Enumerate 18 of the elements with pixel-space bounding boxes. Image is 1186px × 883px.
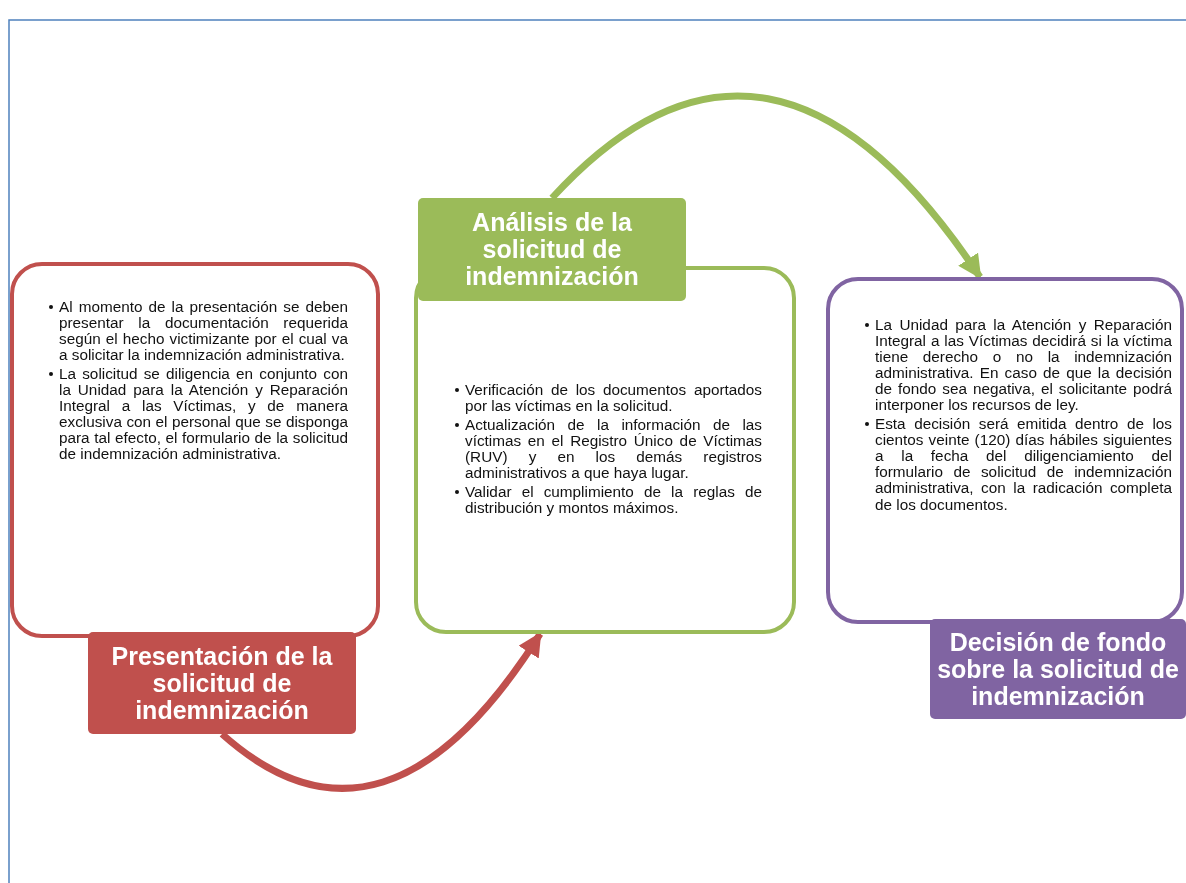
- process-card: [826, 277, 1184, 624]
- bullet-text: La Unidad para la Atención y Reparación Integral a las Víctimas decidirá si la víctima tiene derecho o no la indemnización administrativa. En caso de que la decisión de fondo sea negativa, el solicitante podrá interponer los recursos de ley.: [875, 317, 1172, 414]
- step-title: Análisis de la solicitud de indemnización: [464, 209, 640, 290]
- process-card: [10, 262, 380, 638]
- step-title-box: [88, 632, 356, 734]
- step-title-box: [418, 198, 686, 301]
- bullet-text: Verificación de los documentos aportados por las víctimas en la solicitud.: [465, 382, 762, 415]
- curved-arrow: [219, 632, 543, 792]
- bullet-text: La solicitud se diligencia en conjunto con la Unidad para la Atención y Reparación Integral a las Víctimas, y de manera exclusiva con el personal que se disponga para tal efecto, el formulario de la solicitud de indemnización administrativa.: [59, 366, 348, 463]
- process-card: [414, 266, 796, 634]
- step-title-box: [930, 619, 1186, 719]
- bullet-text: Esta decisión será emitida dentro de los cientos veinte (120) días hábiles siguientes a la fecha del diligenciamiento del formulario de solicitud de indemnización administrativa, con la radicación completa de los documentos.: [875, 416, 1172, 513]
- bullet-text: Validar el cumplimiento de la reglas de distribución y montos máximos.: [465, 484, 762, 517]
- bullet-text: Actualización de la información de las víctimas en el Registro Único de Víctimas (RUV) y en los demás registros administrativos a que haya lugar.: [465, 417, 762, 482]
- curved-arrow: [549, 92, 983, 280]
- bullet-text: Al momento de la presentación se deben presentar la documentación requerida según el hecho victimizante por el cual va a solicitar la indemnización administrativa.: [59, 299, 348, 364]
- step-title: Decisión de fondo sobre la solicitud de indemnización: [936, 628, 1180, 710]
- step-title: Presentación de la solicitud de indemnización: [110, 642, 334, 724]
